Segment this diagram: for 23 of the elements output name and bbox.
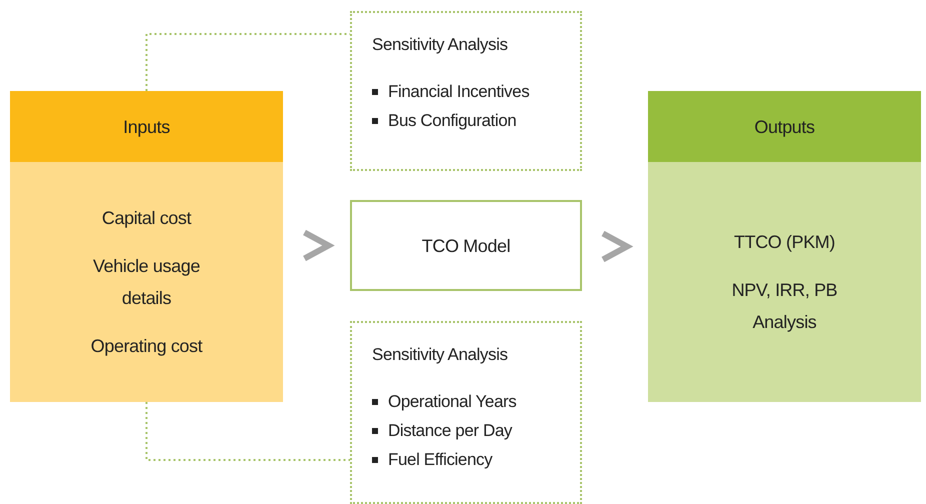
process-box xyxy=(350,200,582,291)
list-item: Bus Configuration xyxy=(388,110,516,130)
item-text: Vehicle usage details xyxy=(92,255,201,310)
heading: Outputs xyxy=(754,116,815,139)
box-label: TCO Model xyxy=(422,234,510,258)
item-text: TTCO (PKM) xyxy=(734,231,835,254)
list-item: Operational Years xyxy=(388,392,516,412)
dotted-box xyxy=(350,321,582,504)
panel xyxy=(10,91,283,402)
panel xyxy=(648,91,921,402)
dotted-box xyxy=(350,11,582,171)
heading: Sensitivity Analysis xyxy=(372,345,509,365)
item-text: Operating cost xyxy=(90,335,202,358)
heading: Inputs xyxy=(123,116,170,139)
heading: Sensitivity Analysis xyxy=(372,35,509,55)
list-item: Financial Incentives xyxy=(388,82,530,102)
chevron-arrow xyxy=(303,230,335,262)
chevron-arrow xyxy=(602,230,634,262)
connector-line xyxy=(146,402,350,461)
list-item: Distance per Day xyxy=(388,420,512,440)
list-item: Fuel Efficiency xyxy=(388,450,492,470)
item-text: Capital cost xyxy=(102,207,192,230)
item-text: NPV, IRR, PB Analysis xyxy=(730,279,838,334)
